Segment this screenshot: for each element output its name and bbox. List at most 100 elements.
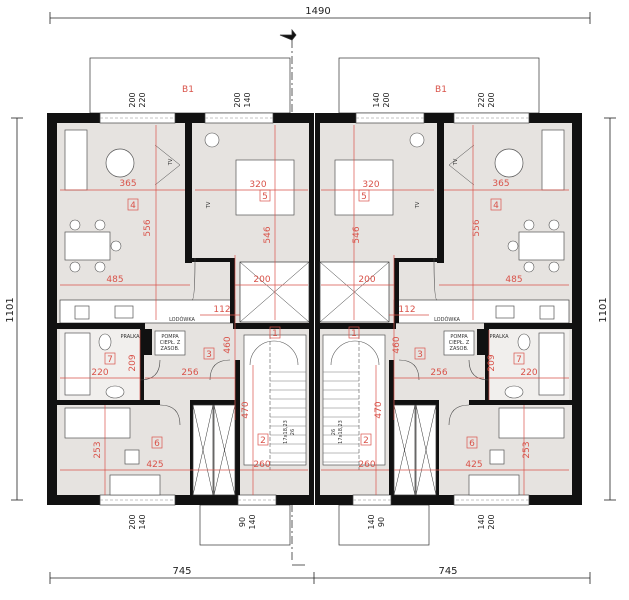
window-width-label-bedroom: 200: [233, 92, 242, 107]
party-wall: [315, 113, 320, 505]
room-number-box-bathroom: [104, 352, 116, 365]
door-swing: [448, 404, 470, 426]
dimension-living_kitchen_width: 485: [106, 275, 123, 285]
double-bed: [235, 159, 295, 216]
closet-cross: [393, 404, 416, 496]
desk-chair: [124, 449, 140, 465]
sofa: [64, 129, 88, 191]
desk-chair: [489, 449, 505, 465]
tv-label: TV: [453, 158, 459, 166]
room-number-stair_hall: 2: [260, 436, 266, 446]
chair: [69, 261, 81, 273]
staircase: [243, 334, 307, 466]
plant: [204, 132, 220, 148]
cooktop: [539, 305, 555, 320]
interior-wall: [399, 258, 437, 262]
tv-label: TV: [168, 158, 174, 166]
stair-tread-label: 26: [290, 429, 296, 435]
room-number-box-room: [466, 436, 478, 449]
closet-cross: [415, 404, 437, 496]
chair: [523, 219, 535, 231]
room-number-stair_hall: 2: [363, 436, 369, 446]
washbasin: [504, 385, 524, 399]
room-number-stair_upper: 1: [272, 329, 278, 339]
heat-pump-label: CIEPŁ. Z: [449, 340, 470, 346]
dimension-bedroom_width: 320: [249, 180, 266, 190]
room-number-box-hall: [203, 347, 215, 360]
dimension-bath_width: 220: [520, 368, 537, 378]
tv-view-line: [448, 144, 475, 166]
heat-pump: [443, 330, 475, 356]
heat-pump-closet-wall: [144, 329, 152, 355]
closet-cross: [239, 261, 310, 323]
toilet: [517, 333, 531, 351]
window-width-label-room: 200: [128, 514, 137, 529]
exterior-wall: [47, 113, 313, 123]
dimension-bath_width: 220: [91, 368, 108, 378]
double-bed: [334, 159, 394, 216]
dimension-living_depth: 556: [143, 219, 153, 236]
toilet: [98, 333, 112, 351]
interior-wall: [437, 123, 444, 263]
interior-wall: [484, 323, 572, 329]
entry-step: [338, 504, 430, 546]
interior-wall: [57, 323, 145, 329]
dimension-hall_width: 256: [181, 368, 198, 378]
closet-cross: [213, 404, 236, 496]
tv-label: TV: [415, 201, 421, 209]
window-height-label-room: 140: [477, 514, 486, 529]
heat-pump-label: ZASOB.: [161, 346, 180, 352]
interior-wall: [190, 405, 193, 495]
sink: [114, 305, 134, 319]
tv-view-line: [154, 144, 181, 166]
bed: [498, 407, 565, 439]
dimension-passage_width: 112: [398, 305, 415, 315]
dimension-hall_depth: 460: [392, 336, 402, 353]
room-number-room: 6: [154, 439, 160, 449]
room-number-box-hall: [414, 347, 426, 360]
staircase: [322, 334, 386, 466]
interior-wall: [469, 400, 572, 405]
room-number-bathroom: 7: [107, 355, 113, 365]
tv-view-line: [154, 164, 181, 186]
dimension-living_width: 365: [492, 179, 509, 189]
dining-table: [64, 231, 111, 261]
plant: [409, 132, 425, 148]
interior-wall: [185, 123, 192, 263]
window-width-label-room: 200: [487, 514, 496, 529]
heat-pump-label: CIEPŁ. Z: [160, 340, 181, 346]
room-number-box-stair_hall: [360, 433, 372, 446]
dimension-bath_depth: 209: [487, 354, 497, 371]
washer-label: PRALKA: [120, 334, 140, 340]
interior-wall: [140, 329, 144, 400]
dimension-room_width: 425: [146, 460, 163, 470]
dimension-bedroom_width: 320: [362, 180, 379, 190]
chair: [507, 240, 519, 252]
heat-pump: [154, 330, 186, 356]
dining-table: [518, 231, 565, 261]
exterior-wall: [47, 113, 57, 505]
room-number-box-bathroom: [513, 352, 525, 365]
entry-step: [199, 504, 291, 546]
desk: [468, 474, 520, 496]
fridge-label: LODÓWKA: [434, 316, 460, 323]
dimension-hall_width: 256: [430, 368, 447, 378]
chair: [69, 219, 81, 231]
interior-wall: [190, 400, 240, 405]
window-width-label-bedroom: 200: [382, 92, 391, 107]
balcony: [89, 57, 291, 114]
dimension-living_kitchen_width: 485: [505, 275, 522, 285]
closet-cross: [319, 261, 390, 323]
interior-wall: [389, 360, 394, 495]
chair: [548, 261, 560, 273]
heat-pump-label: POMPA: [161, 334, 179, 340]
dimension-stair_width: 260: [358, 460, 375, 470]
exterior-wall: [316, 495, 582, 505]
stair-winder: [249, 340, 299, 366]
sink: [495, 305, 515, 319]
cooktop: [74, 305, 90, 320]
room-number-box-room: [151, 436, 163, 449]
window-height-label-living: 220: [477, 92, 486, 107]
